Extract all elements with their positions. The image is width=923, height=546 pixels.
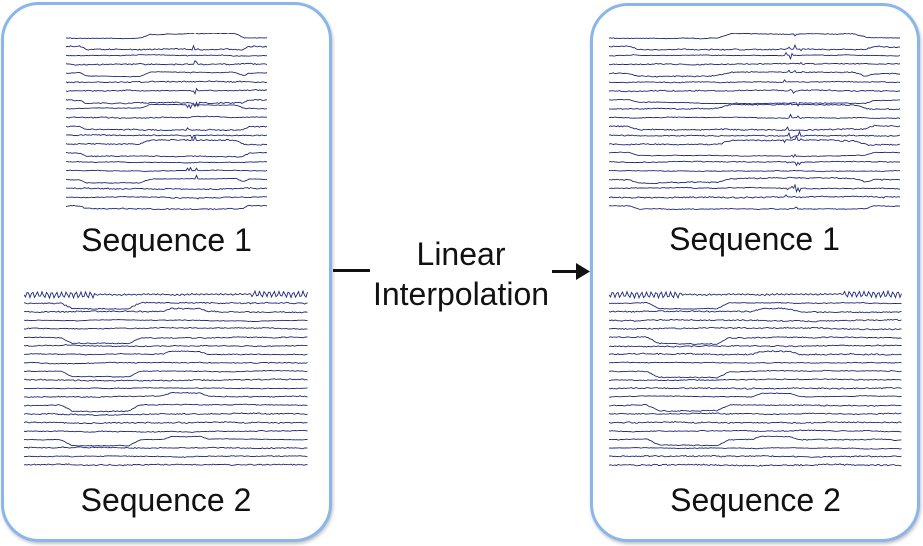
sequence-2-signal-plot xyxy=(24,290,308,467)
signal-trace xyxy=(609,412,902,416)
signal-trace xyxy=(66,87,267,95)
signal-trace xyxy=(609,301,902,310)
signal-trace xyxy=(66,135,267,146)
signal-trace xyxy=(609,403,902,412)
signal-trace xyxy=(66,103,267,110)
signal-trace xyxy=(24,361,308,365)
signal-trace xyxy=(609,124,900,132)
signal-trace xyxy=(24,344,308,348)
signal-trace xyxy=(609,386,902,390)
signal-trace xyxy=(609,392,902,398)
signal-trace xyxy=(609,88,900,94)
signal-trace xyxy=(24,412,308,417)
signal-trace xyxy=(66,60,267,66)
signal-trace xyxy=(66,33,267,40)
signal-trace xyxy=(24,463,308,467)
arrow-shaft-left xyxy=(333,269,370,272)
signal-trace xyxy=(609,318,902,323)
signal-trace xyxy=(24,301,308,310)
signal-trace xyxy=(66,160,267,164)
signal-trace xyxy=(609,176,900,185)
signal-trace xyxy=(609,183,900,194)
signal-trace xyxy=(66,125,267,132)
signal-trace xyxy=(609,205,900,210)
signal-trace xyxy=(24,403,308,413)
sequence-1-label: Sequence 1 xyxy=(81,222,252,258)
signal-trace xyxy=(66,54,267,57)
signal-trace xyxy=(609,463,902,467)
signal-trace xyxy=(609,130,900,139)
arrow-label-line-2: Interpolation xyxy=(372,276,550,312)
signal-trace xyxy=(66,134,267,140)
signal-trace xyxy=(24,391,308,398)
interpolated-sequence-1-signal-plot xyxy=(609,33,900,210)
signal-trace xyxy=(609,369,902,379)
signal-trace xyxy=(609,429,902,433)
signal-trace xyxy=(609,290,902,300)
arrow-shaft-right xyxy=(552,270,580,273)
signal-trace xyxy=(24,290,308,300)
sequence-2-label: Sequence 2 xyxy=(80,482,252,518)
signal-trace xyxy=(24,319,308,323)
signal-trace xyxy=(609,454,902,458)
signal-trace xyxy=(24,455,308,458)
signal-trace xyxy=(609,69,900,78)
linear-interpolation-label: Linear Interpolation xyxy=(366,234,556,314)
signal-trace xyxy=(609,378,902,382)
signal-trace xyxy=(24,435,308,447)
signal-trace xyxy=(609,33,900,40)
signal-trace xyxy=(609,134,900,146)
signal-trace xyxy=(66,44,267,51)
signal-trace xyxy=(24,387,308,390)
signal-trace xyxy=(24,326,308,330)
signal-trace xyxy=(24,307,308,314)
signal-trace xyxy=(609,350,902,356)
signal-trace xyxy=(609,447,902,450)
signal-trace xyxy=(609,435,902,447)
signal-trace xyxy=(609,336,902,345)
interpolated-sequences-panel xyxy=(590,3,920,542)
signal-trace xyxy=(609,326,902,331)
signal-trace xyxy=(66,174,267,184)
signal-trace xyxy=(66,204,267,210)
interpolated-sequence-1-label: Sequence 1 xyxy=(669,221,840,257)
signal-trace xyxy=(609,344,902,348)
signal-trace xyxy=(609,51,900,61)
signal-trace xyxy=(66,80,267,84)
signal-trace xyxy=(609,99,900,107)
signal-trace xyxy=(66,71,267,78)
arrow-label-line-1: Linear xyxy=(416,236,506,272)
signal-trace xyxy=(609,113,900,120)
signal-trace xyxy=(609,151,900,158)
signal-trace xyxy=(66,196,267,200)
signal-trace xyxy=(609,194,900,199)
signal-trace xyxy=(24,350,308,356)
signal-trace xyxy=(609,43,900,52)
signal-trace xyxy=(66,98,267,108)
input-sequences-panel xyxy=(1,2,332,542)
signal-trace xyxy=(24,336,308,345)
signal-trace xyxy=(66,151,267,158)
signal-trace xyxy=(66,115,267,120)
signal-trace xyxy=(66,166,267,172)
signal-trace xyxy=(609,361,902,364)
signal-trace xyxy=(24,429,308,433)
signal-trace xyxy=(609,160,900,167)
signal-trace xyxy=(609,61,900,66)
sequence-1-signal-plot xyxy=(66,33,267,210)
interpolated-sequence-2-label: Sequence 2 xyxy=(670,482,841,518)
interpolated-sequence-2-signal-plot xyxy=(609,290,902,467)
signal-trace xyxy=(609,79,900,84)
signal-trace xyxy=(609,102,900,111)
signal-trace xyxy=(24,369,308,378)
arrow-head-icon xyxy=(576,263,590,280)
signal-trace xyxy=(24,446,308,450)
signal-trace xyxy=(24,420,308,425)
signal-trace xyxy=(609,169,900,173)
signal-trace xyxy=(609,307,902,314)
signal-trace xyxy=(24,378,308,382)
signal-trace xyxy=(66,187,267,191)
signal-trace xyxy=(609,420,902,424)
